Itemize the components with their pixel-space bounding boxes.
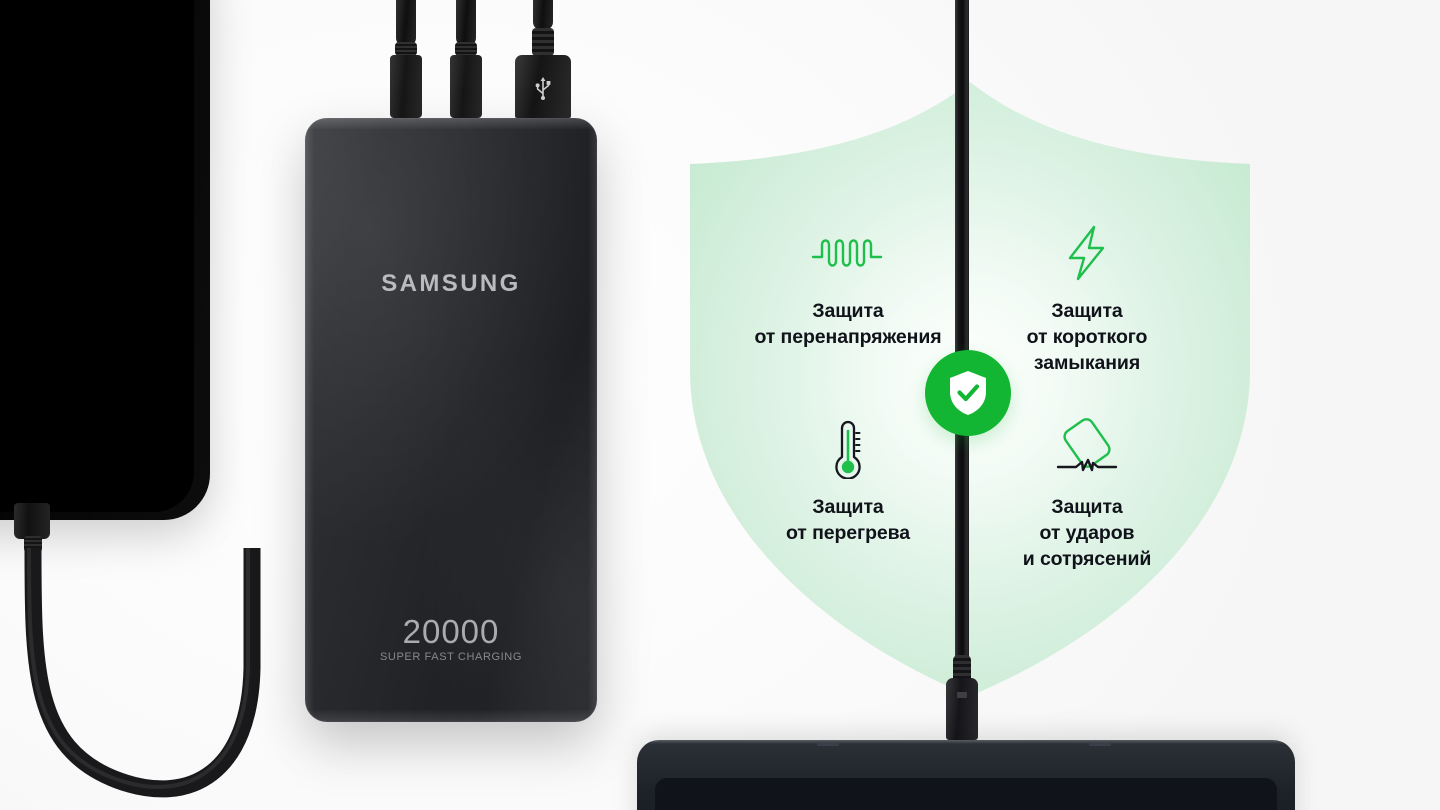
power-bank-sheen [305, 118, 597, 722]
lightning-bolt-icon [957, 222, 1217, 284]
usb-a-connector [515, 55, 571, 118]
feature-overvoltage: Защита от перенапряжения [718, 222, 978, 350]
thermometer-icon [718, 418, 978, 480]
feature-label: Защита от ударов и сотрясений [1022, 496, 1152, 570]
feature-shock: Защита от ударов и сотрясений [957, 418, 1217, 572]
bottom-tablet [637, 740, 1295, 810]
usb-c-connector-1 [390, 55, 422, 118]
waveform-icon [718, 222, 978, 284]
feature-label: Защита от короткого замыкания [1026, 300, 1148, 374]
shield-check-badge [925, 350, 1011, 436]
usb-c-strain-relief-2 [455, 42, 477, 56]
power-bank-left-bevel [305, 118, 314, 722]
left-smartphone-screen [0, 0, 194, 512]
usb-c-strain-relief-center [953, 655, 971, 683]
tablet-screen [655, 778, 1277, 810]
power-bank-capacity: 20000 [402, 613, 500, 650]
usb-c-connector-center [946, 678, 978, 740]
power-bank-right-bevel [588, 118, 597, 722]
power-bank-top-bevel [305, 118, 597, 129]
tablet-top-edge [637, 740, 1295, 744]
feature-short-circuit: Защита от короткого замыкания [957, 222, 1217, 376]
drop-impact-icon [957, 418, 1217, 480]
usb-c-cable-center [955, 0, 969, 666]
samsung-brand-logo: SAMSUNG [381, 270, 521, 297]
feature-label: Защита от перегрева [785, 496, 911, 544]
left-smartphone [0, 0, 210, 520]
power-bank-bottom-bevel [305, 710, 597, 722]
usb-c-strain-relief-1 [395, 42, 417, 56]
power-bank-body: SAMSUNG 20000 SUPER FAST CHARGING [305, 118, 597, 722]
usb-c-connector-left [14, 503, 50, 539]
usb-trident-icon [535, 76, 551, 100]
feature-label: Защита от перенапряжения [754, 300, 942, 348]
shield-check-icon [950, 371, 986, 415]
usb-c-cable-1 [396, 0, 416, 46]
usb-c-connector-2 [450, 55, 482, 118]
power-bank-subtitle: SUPER FAST CHARGING [380, 651, 522, 663]
usb-c-cable-2 [456, 0, 476, 46]
usb-c-cable-left-loop [24, 548, 261, 798]
usb-a-cable [533, 0, 553, 30]
usb-a-strain-relief [532, 28, 554, 56]
tablet-mic-right [1089, 743, 1111, 746]
tablet-mic-left [817, 743, 839, 746]
feature-overheat: Защита от перегрева [718, 418, 978, 546]
